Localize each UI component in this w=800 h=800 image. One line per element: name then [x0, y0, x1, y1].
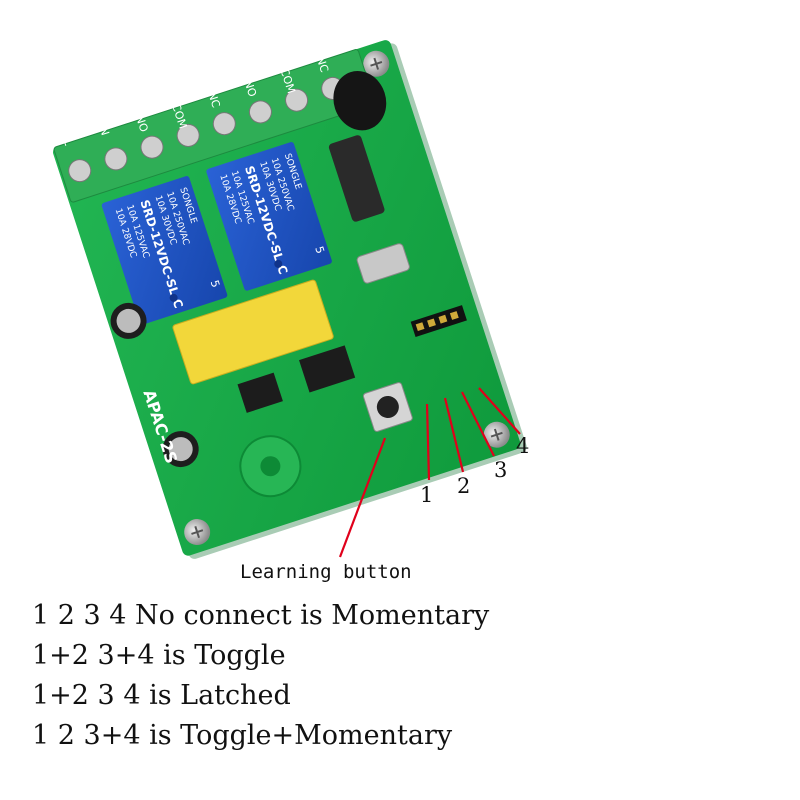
- buzzer: [239, 435, 302, 498]
- learning-button[interactable]: [362, 382, 413, 432]
- mounting-screw: [483, 421, 510, 448]
- callout-line-pin-3: [461, 391, 495, 457]
- learning-button-label: Learning button: [240, 561, 412, 583]
- callout-line-learning: [338, 437, 387, 558]
- terminal-screw[interactable]: [174, 122, 202, 150]
- terminal-label: NC: [314, 55, 331, 74]
- terminal-screw[interactable]: [283, 86, 311, 114]
- pin-label-1: 1: [420, 483, 434, 507]
- terminal-screw[interactable]: [66, 157, 94, 185]
- terminal-label: NC: [205, 90, 222, 109]
- jumper-header[interactable]: [410, 305, 467, 338]
- mode-line: 1+2 3+4 is Toggle: [32, 640, 286, 671]
- crystal: [356, 243, 410, 284]
- inductor: [333, 71, 387, 131]
- terminal-screw[interactable]: [210, 110, 238, 138]
- mode-list: 1 2 3 4 No connect is Momentary 1+2 3+4 …: [32, 598, 489, 758]
- terminal-label: L: [61, 137, 76, 148]
- relay-2: SONGLE 10A 250VAC 10A 30VDC SRD-12VDC-SL…: [206, 142, 332, 291]
- relay-pin-count: 5: [208, 279, 223, 290]
- callout-line-pin-2: [443, 397, 465, 473]
- callout-lines: [338, 387, 521, 558]
- electrolytic-capacitor: [110, 302, 147, 339]
- yellow-capacitor: [172, 279, 334, 385]
- pin-label-4: 4: [516, 434, 530, 458]
- antenna-coil: [328, 135, 385, 222]
- mounting-screw: [363, 50, 390, 77]
- mounting-screw: [184, 519, 211, 546]
- callout-line-pin-4: [478, 387, 521, 435]
- terminal-block: [53, 49, 376, 203]
- terminal-screw[interactable]: [247, 98, 275, 126]
- pin-label-3: 3: [494, 458, 508, 482]
- relay-1: SONGLE 10A 250VAC 10A 30VDC SRD-12VDC-SL…: [101, 176, 228, 325]
- relay-pin-count: 5: [312, 245, 327, 256]
- ic-chip: [299, 345, 356, 393]
- terminal-label: N: [97, 125, 112, 137]
- mode-line: 1 2 3 4 No connect is Momentary: [32, 600, 490, 631]
- terminal-label: NO: [133, 114, 151, 134]
- electrolytic-capacitor: [162, 431, 199, 468]
- ic-chip: [237, 372, 283, 413]
- terminal-screw[interactable]: [102, 145, 130, 173]
- pin-label-2: 2: [457, 474, 471, 498]
- callout-line-pin-1: [425, 403, 431, 481]
- mode-line: 1 2 3+4 is Toggle+Momentary: [32, 720, 453, 751]
- mode-line: 1+2 3 4 is Latched: [32, 680, 291, 711]
- terminal-label: NO: [241, 78, 259, 98]
- terminal-screw[interactable]: [138, 133, 166, 161]
